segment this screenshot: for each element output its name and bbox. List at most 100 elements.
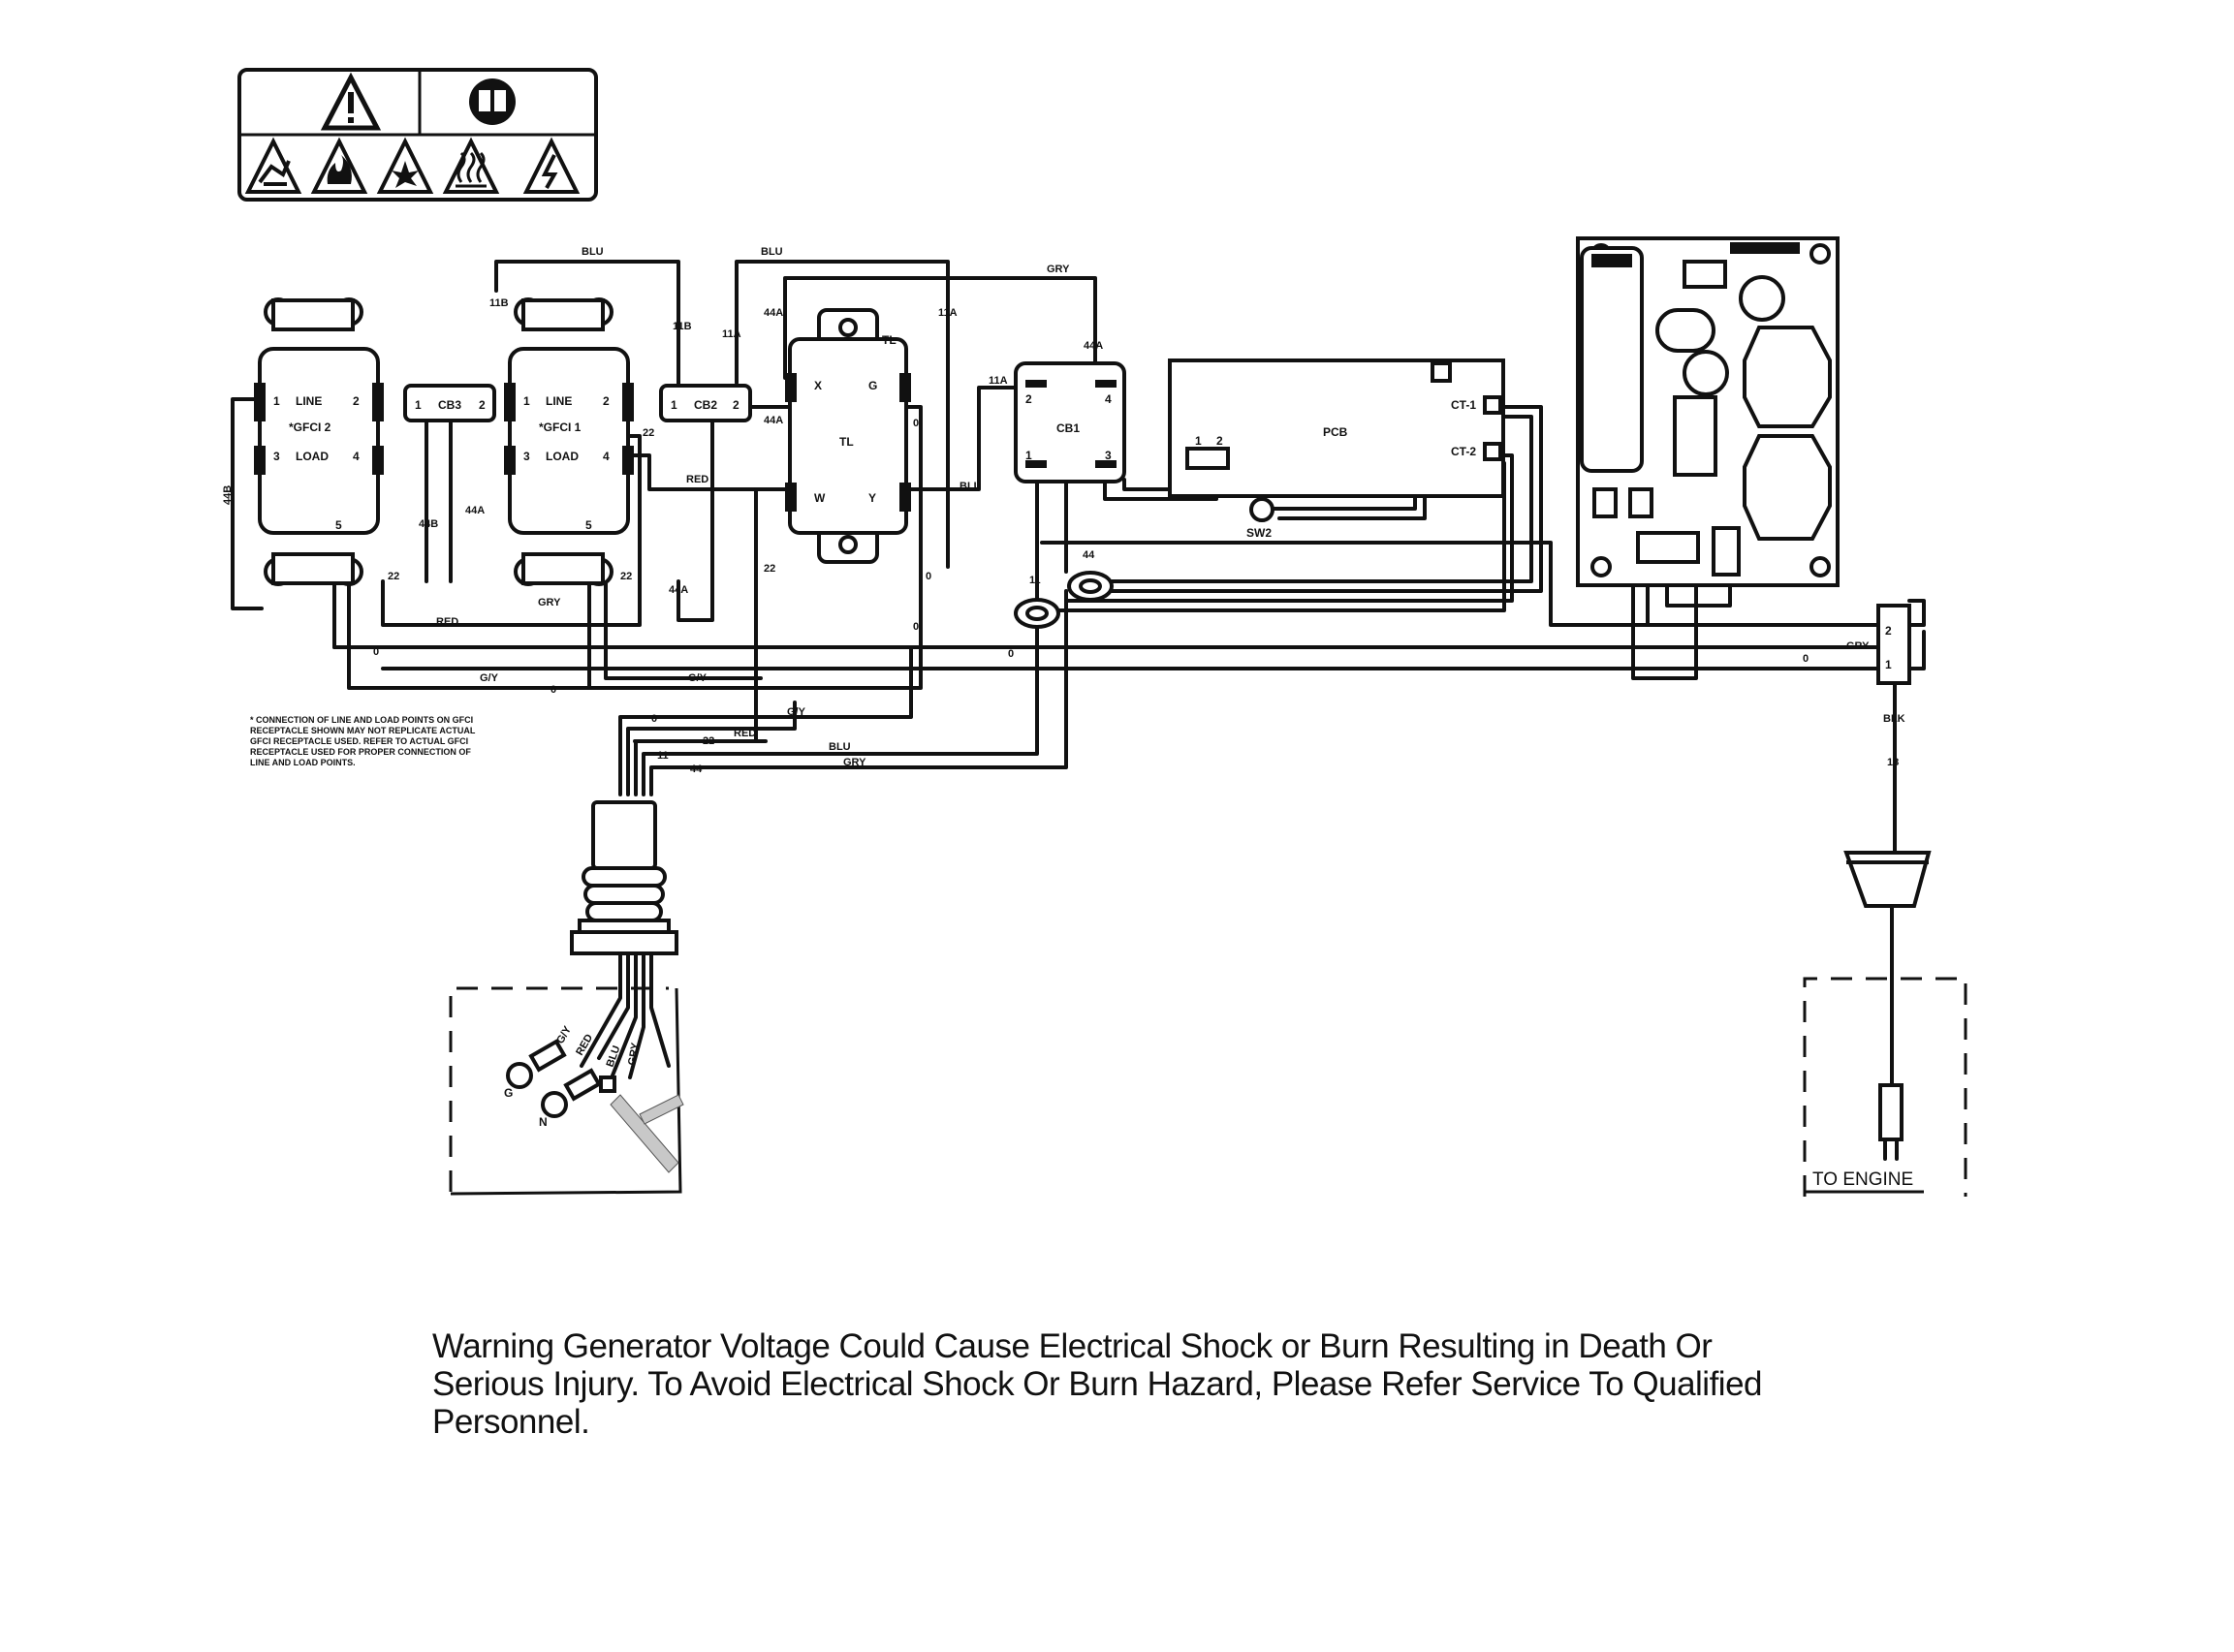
- wire-label-44a-c: 44A: [1084, 340, 1103, 352]
- pcb-ct2-label: CT-2: [1451, 445, 1476, 458]
- wire-label-44a-b: 44A: [764, 307, 783, 319]
- wire-label-22-left: 22: [388, 571, 399, 582]
- wire-label-22-b: 22: [620, 571, 632, 582]
- wire-44a-tl: [676, 405, 792, 622]
- cb1-terminal-3: 3: [1105, 449, 1112, 462]
- wire-label-44a-e: 44A: [669, 584, 688, 596]
- wire-label-22-harness: 22: [703, 735, 714, 747]
- gfci2-label: *GFCI 2: [289, 421, 331, 434]
- tl-component: TL TL X G W Y: [785, 308, 911, 564]
- pcb-board: 1 2 PCB CT-1 CT-2: [1168, 358, 1505, 498]
- to-engine-box: TO ENGINE: [1803, 977, 1967, 1197]
- wire-label-44a-d: 44A: [764, 415, 783, 426]
- ground-lug: [506, 1039, 567, 1089]
- lug-g-label: G: [504, 1086, 513, 1100]
- tl-terminal-g: G: [868, 379, 877, 392]
- wire-label-gy-a: G/Y: [480, 672, 499, 684]
- coil-11-label: 11: [1029, 575, 1041, 586]
- cb3-breaker: 1 CB3 2: [403, 384, 496, 422]
- wire-label-blu-top-1: BLU: [582, 246, 604, 258]
- tl-terminal-x: X: [814, 379, 822, 392]
- gfci1-terminal-4: 4: [603, 450, 610, 463]
- gfci2-terminal-5: 5: [335, 518, 342, 532]
- gfci2-terminal-1: 1: [273, 394, 280, 408]
- gfci1-terminal-5: 5: [585, 518, 592, 532]
- wire-label-blu-cb1: BLU: [960, 481, 982, 492]
- control-board: [1576, 236, 1840, 587]
- wire-label-gy-b: G/Y: [688, 672, 708, 684]
- wire-0-upper: [332, 570, 1005, 649]
- wire-label-red-bottom: RED: [436, 616, 458, 628]
- explosion-icon: [376, 137, 434, 194]
- wire-label-0-a: 0: [373, 646, 379, 658]
- neutral-lug: [541, 1068, 602, 1118]
- wire-label-red-tl: RED: [686, 474, 708, 485]
- wire-label-22-gfci1: 22: [643, 427, 654, 439]
- cb1-terminal-4: 4: [1105, 392, 1112, 406]
- warning-text: Warning Generator Voltage Could Cause El…: [432, 1327, 1763, 1441]
- wire-labels: 44B 44B 44A 22 RED GRY 0 G/Y 0 G/Y 11B 1…: [222, 246, 1905, 775]
- pcb-label: PCB: [1323, 425, 1348, 439]
- stator-box: G N G/Y RED BLU GRY: [449, 986, 684, 1196]
- cb2-label: CB2: [694, 398, 717, 412]
- wire-label-blk: BLK: [1883, 713, 1905, 725]
- engine-connector: 2 1: [1876, 604, 1911, 685]
- gfci2-receptacle: 1 LINE 2 *GFCI 2 3 LOAD 4 5: [254, 297, 384, 586]
- wire-gry-top: [783, 276, 1097, 380]
- wire-label-red-harness: RED: [734, 728, 756, 739]
- wire-label-gry-gfci1: GRY: [538, 597, 561, 608]
- gfci2-terminal-2: 2: [353, 394, 360, 408]
- current-transformers: 11 44: [1014, 549, 1114, 629]
- pcb-connector-pin-1: 1: [1195, 434, 1202, 448]
- gfci2-line-label: LINE: [296, 394, 322, 408]
- wire-blu-top-2: [735, 260, 950, 569]
- engine-connector-pin-2: 2: [1885, 624, 1892, 638]
- gfci2-terminal-4: 4: [353, 450, 360, 463]
- hot-surface-icon: [442, 137, 500, 194]
- cb1-terminal-1: 1: [1025, 449, 1032, 462]
- wire-label-gry-harness: GRY: [843, 757, 866, 768]
- engine-connector-pin-1: 1: [1885, 658, 1892, 671]
- gfci2-terminal-3: 3: [273, 450, 280, 463]
- wire-11-harness: [642, 608, 1039, 796]
- cb1-breaker: 2 4 CB1 1 3: [1014, 361, 1126, 483]
- pcb-connector-pin-2: 2: [1216, 434, 1223, 448]
- wire-board-a: [1040, 541, 1926, 627]
- wire-label-44b-left: 44B: [222, 485, 234, 505]
- wire-0-bus2: [381, 630, 1926, 670]
- wire-label-gy-harness: G/Y: [787, 706, 806, 718]
- wire-label-0-e: 0: [913, 621, 919, 633]
- wire-22-harness: [634, 739, 768, 796]
- gfci1-terminal-1: 1: [523, 394, 530, 408]
- wire-0-harness: [618, 645, 913, 796]
- wire-blu-cb1: [899, 386, 1020, 491]
- electric-shock-icon: [522, 137, 581, 194]
- wire-label-22-c: 22: [764, 563, 775, 575]
- fire-hazard-icon: [310, 137, 368, 194]
- wire-label-0-b: 0: [551, 684, 556, 696]
- gfci2-load-label: LOAD: [296, 450, 329, 463]
- wire-label-0-d: 0: [926, 571, 931, 582]
- wire-label-11b-a: 11B: [489, 297, 509, 309]
- tl-label: TL: [839, 435, 854, 449]
- wire-44-harness: [649, 589, 1068, 796]
- cb2-terminal-2: 2: [733, 398, 739, 412]
- wire-label-blu-harness: BLU: [829, 741, 851, 753]
- wire-label-11a-b: 11A: [938, 307, 958, 319]
- tl-top-label: TL: [882, 333, 897, 347]
- tl-terminal-y: Y: [868, 491, 876, 505]
- cable-harness: [570, 800, 678, 1079]
- stator-wire-gry-label: GRY: [626, 1042, 642, 1067]
- wire-gy-harness: [626, 701, 797, 796]
- to-engine-label: TO ENGINE: [1812, 1169, 1913, 1190]
- sw2-switch: SW2: [1246, 497, 1274, 540]
- wire-red-tl: [618, 453, 792, 491]
- wire-label-gry-top: GRY: [1047, 264, 1070, 275]
- general-warning-icon: [320, 72, 382, 131]
- cb2-breaker: 1 CB2 2: [659, 384, 752, 422]
- wire-board-b: [1631, 560, 1698, 680]
- cb1-label: CB1: [1056, 421, 1080, 435]
- wire-label-0-g: 0: [1803, 653, 1809, 665]
- cb3-terminal-1: 1: [415, 398, 422, 412]
- wire-label-11a-c: 11A: [989, 375, 1008, 387]
